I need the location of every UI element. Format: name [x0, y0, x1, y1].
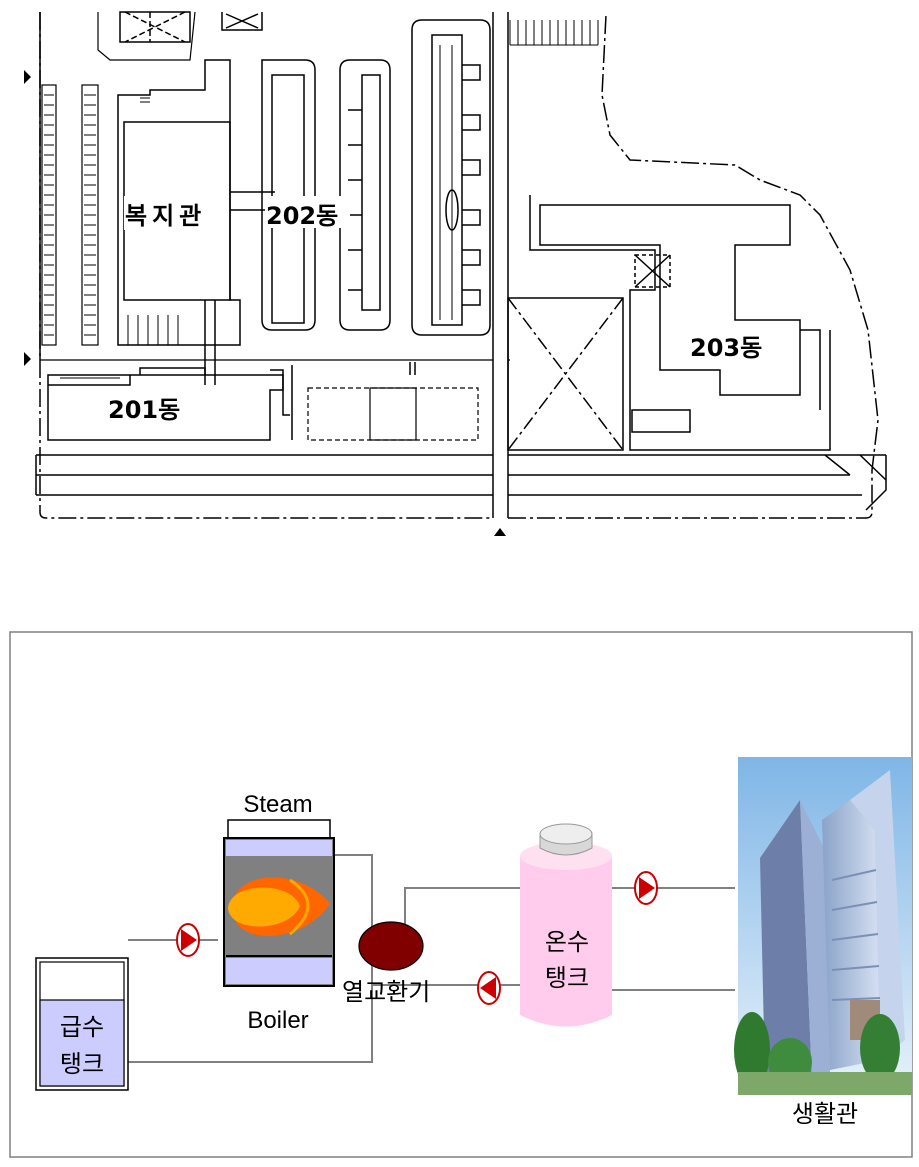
pump-return [477, 971, 501, 1005]
north-marker-top [24, 70, 31, 84]
feed-tank-label-1: 급수 [60, 1014, 104, 1041]
label-welfare-hall: 복지관 [125, 202, 206, 230]
welfare-hall-outline [117, 59, 241, 346]
steam-label: Steam [243, 791, 312, 818]
flame-inner [228, 887, 300, 927]
boiler-label: Boiler [247, 1007, 308, 1034]
bldg-203-outline [539, 204, 801, 396]
pump-supply [634, 871, 658, 905]
entrance-marker [494, 528, 506, 536]
hot-tank-label-1: 온수 [545, 929, 589, 956]
north-marker-mid [24, 352, 31, 366]
site-plan [35, 11, 887, 519]
building-label: 생활관 [792, 1101, 858, 1128]
label-bldg-202: 202동 [266, 202, 338, 230]
label-bldg-203: 203동 [690, 334, 762, 362]
heat-exchanger-label: 열교환기 [342, 979, 430, 1006]
heat-exchanger [358, 921, 424, 971]
label-bldg-201: 201동 [108, 396, 180, 424]
building-image [734, 757, 912, 1095]
feed-tank-label-2: 탱크 [60, 1051, 104, 1078]
feed-tank [35, 957, 129, 1091]
bldg-202-outline [261, 59, 316, 331]
parking-ticks-left [44, 94, 96, 336]
site-boundary [39, 12, 879, 519]
pump-feed [176, 923, 200, 957]
boiler [223, 819, 335, 987]
parking-strips-left [41, 84, 99, 346]
hot-water-tank [520, 823, 612, 1027]
hot-tank-label-2: 탱크 [545, 965, 589, 992]
